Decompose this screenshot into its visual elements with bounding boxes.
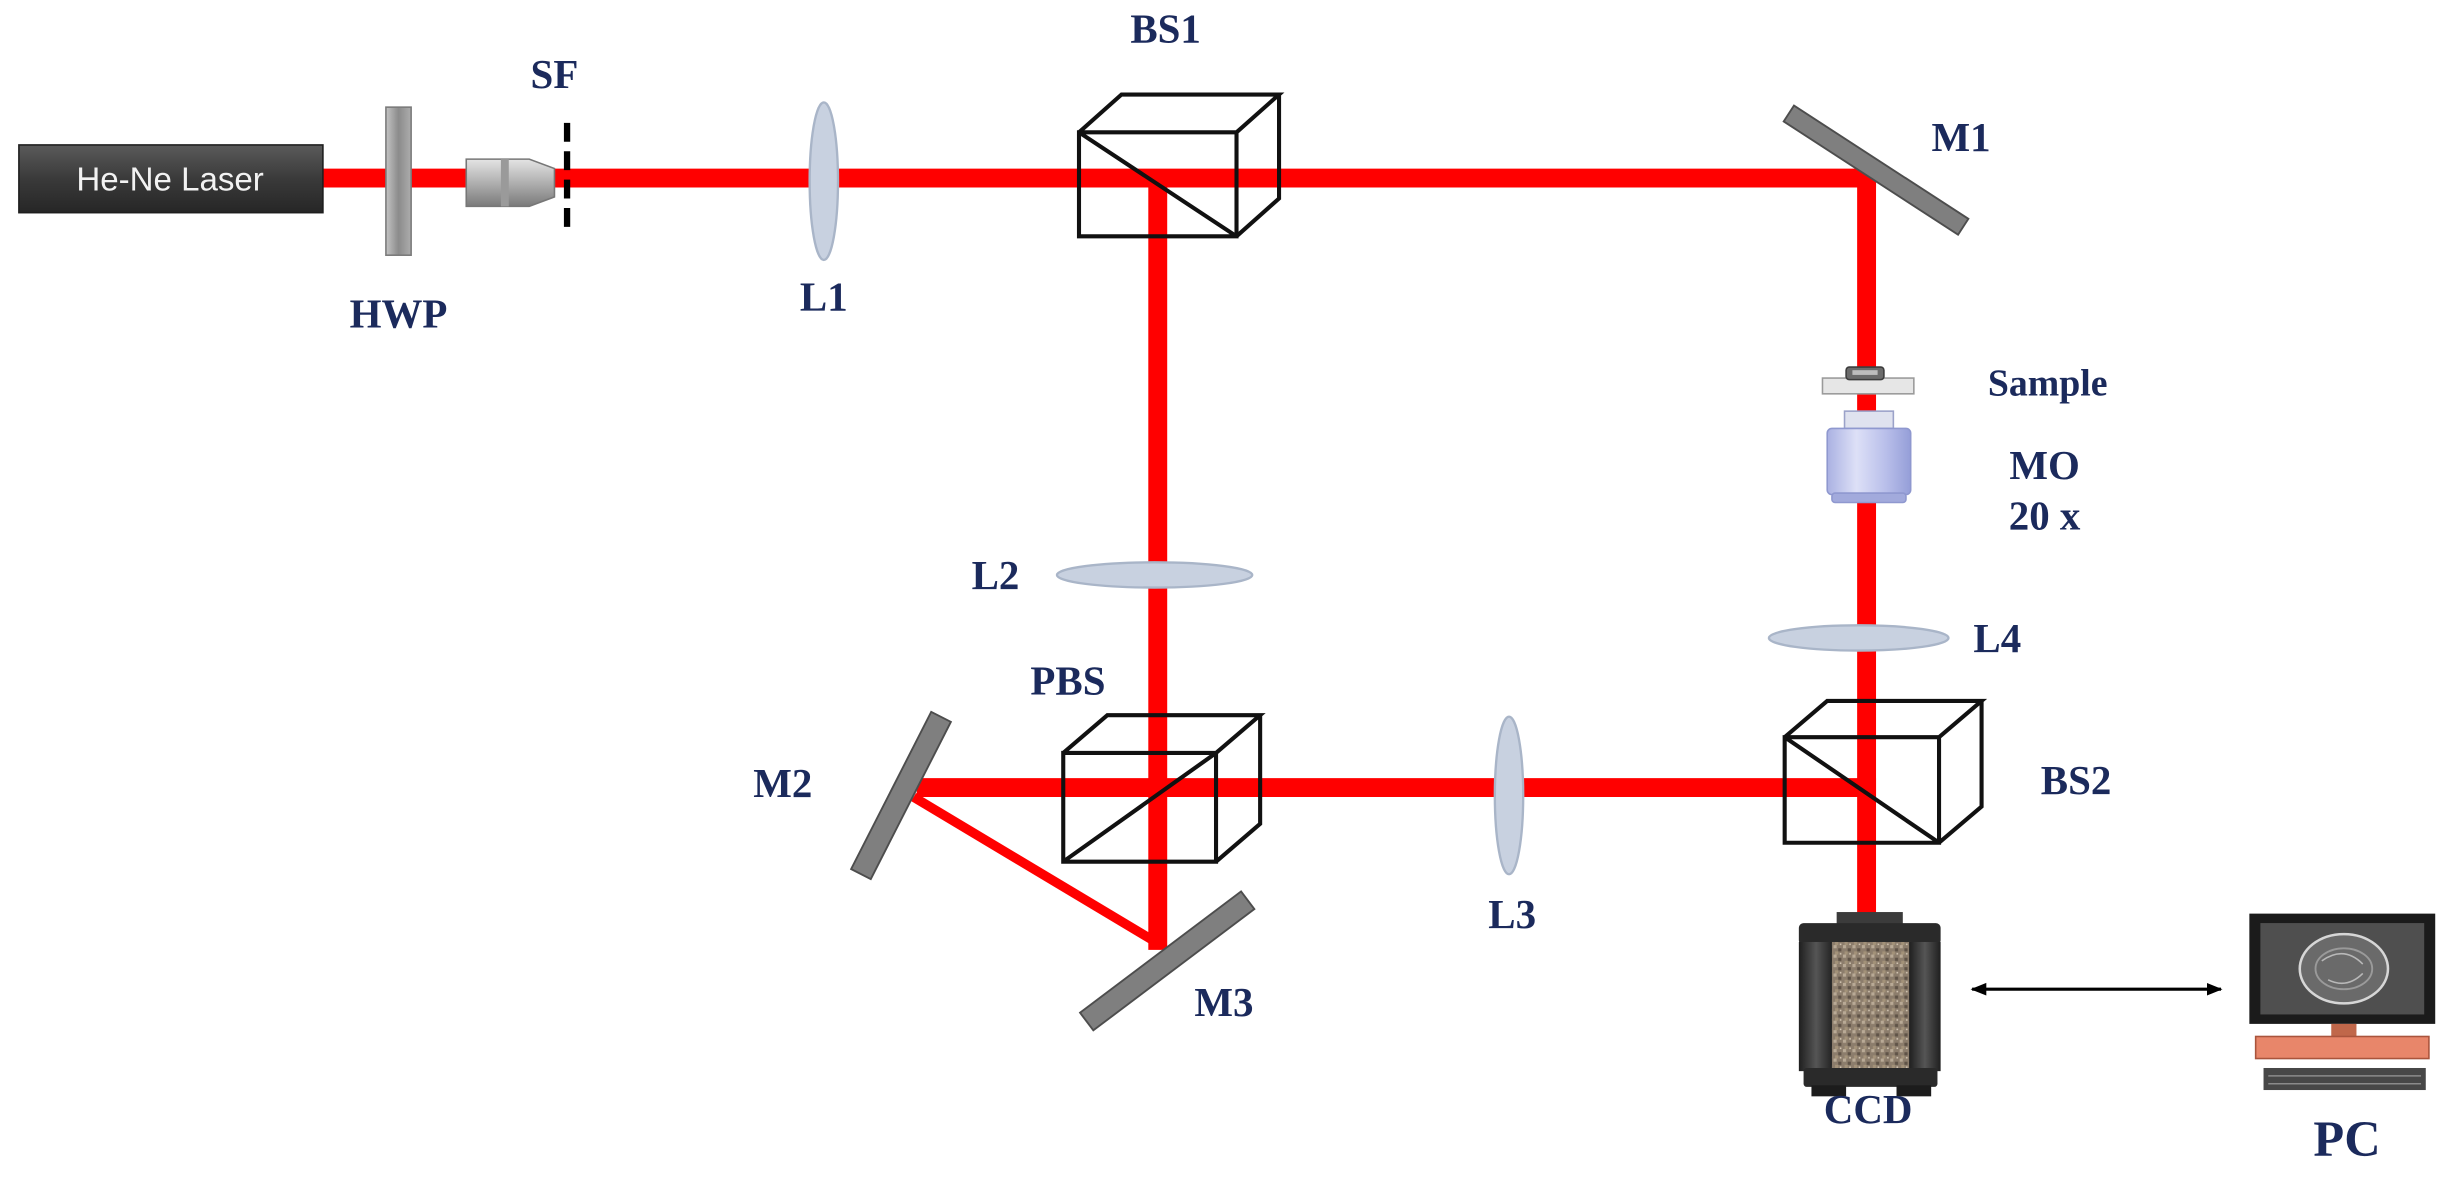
laser-body-icon	[18, 144, 324, 214]
mirror-m3-icon	[1078, 890, 1256, 1032]
label-m1: M1	[1932, 115, 1991, 160]
spatial-filter-icon	[465, 122, 571, 237]
beam-splitter-bs1-icon	[1076, 92, 1285, 239]
label-l3: L3	[1488, 892, 1536, 937]
component-labels: SF BS1 M1 HWP L1 Sample MO 20 x L2 L4 PB…	[350, 7, 2381, 1168]
sample-stage-icon	[1821, 366, 1915, 395]
spatial-filter-ring-icon	[500, 159, 509, 207]
label-pbs: PBS	[1030, 659, 1105, 704]
beam-splitter-bs2-icon	[1782, 698, 1988, 845]
ccd-camera-icon	[1798, 912, 1941, 1097]
label-mo: MO	[2009, 443, 2079, 488]
he-ne-laser: He-Ne Laser	[18, 144, 324, 214]
label-mo-magnification: 20 x	[2009, 493, 2081, 538]
microscope-objective-icon	[1826, 410, 1912, 504]
lens-l2-icon	[1055, 561, 1254, 589]
label-m2: M2	[753, 761, 812, 806]
desk-unit-icon	[2254, 1035, 2430, 1060]
laser-label: He-Ne Laser	[76, 162, 263, 199]
laser-beams	[322, 168, 1877, 950]
label-l4: L4	[1973, 616, 2021, 661]
label-l1: L1	[800, 274, 848, 319]
label-bs1: BS1	[1130, 7, 1201, 52]
half-wave-plate-icon	[385, 106, 412, 256]
label-l2: L2	[972, 553, 1020, 598]
label-ccd: CCD	[1824, 1087, 1913, 1132]
label-pc: PC	[2313, 1111, 2380, 1167]
computer-icon	[2249, 913, 2436, 1091]
label-m3: M3	[1194, 980, 1253, 1025]
polarizing-beam-splitter-icon	[1061, 713, 1266, 864]
lens-l4-icon	[1767, 624, 1950, 652]
mirror-m2-icon	[849, 710, 953, 881]
beam-m2-m3-diagonal	[911, 793, 1164, 950]
label-hwp: HWP	[350, 292, 448, 337]
mirror-m1-icon	[1782, 104, 1970, 236]
lens-l1-icon	[808, 101, 840, 262]
lens-l3-icon	[1493, 715, 1525, 876]
label-bs2: BS2	[2041, 758, 2112, 803]
spatial-filter-objective-icon	[465, 158, 556, 208]
keyboard-icon	[2263, 1067, 2426, 1091]
label-sample: Sample	[1988, 362, 2108, 404]
label-sf: SF	[531, 52, 579, 97]
